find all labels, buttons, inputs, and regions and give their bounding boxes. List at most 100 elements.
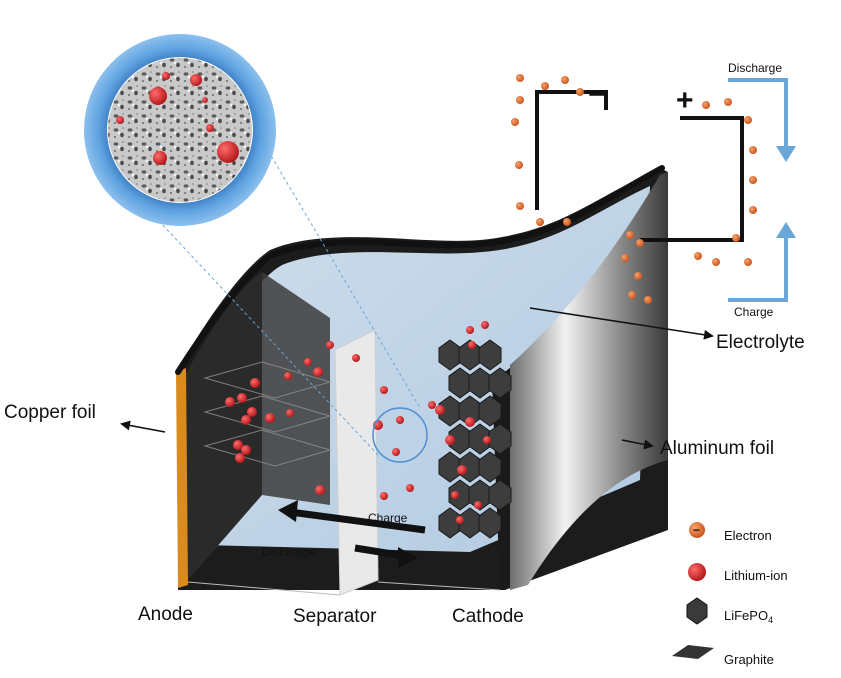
legend-label-electron: Electron [724, 528, 772, 543]
lithium-ion [466, 326, 474, 334]
lithium-ion [465, 417, 475, 427]
cell-bottom-edge [187, 581, 501, 596]
lifepo4-crystal [478, 451, 502, 483]
internal-discharge-arrow [354, 544, 406, 560]
lifepo4-crystal [488, 479, 512, 511]
lithium-ion [451, 491, 459, 499]
legend-item-graphite: Graphite [672, 645, 774, 667]
lithium-ion [406, 484, 414, 492]
anode-inner [262, 272, 330, 505]
lithium-ion [217, 141, 239, 163]
electron [626, 231, 634, 239]
lithium-ion [435, 405, 445, 415]
cell-top-rim [175, 165, 665, 375]
electron-icon [689, 522, 705, 538]
electron [563, 218, 571, 226]
electron [561, 76, 569, 84]
electron [516, 96, 524, 104]
lithium-ions [225, 321, 491, 524]
anode-label: Anode [138, 604, 193, 625]
legend-item-lithium-ion: Lithium-ion [688, 563, 788, 583]
lithium-ion [326, 341, 334, 349]
lithium-ion [483, 436, 491, 444]
electron [744, 258, 752, 266]
lithium-ion [233, 440, 243, 450]
lithium-ion [247, 407, 257, 417]
external-charge-label: Charge [734, 305, 774, 319]
external-circuit: − + [535, 78, 744, 242]
negative-wire [535, 90, 608, 210]
lithium-ion [237, 393, 247, 403]
copper-foil-label: Copper foil [4, 402, 96, 423]
cathode-label: Cathode [452, 606, 524, 627]
lithium-ion [190, 74, 202, 86]
lithium-ion [457, 465, 467, 475]
external-discharge-label: Discharge [728, 61, 782, 75]
electrons [511, 74, 757, 304]
separator-label: Separator [293, 606, 377, 627]
lithium-ion [116, 116, 124, 124]
lithium-ion [428, 401, 436, 409]
lithium-ion [380, 492, 388, 500]
internal-discharge-label: Discharge [262, 545, 316, 559]
zoom-target-circle [372, 407, 428, 463]
zoom-guides [129, 119, 428, 463]
lithium-ion [149, 87, 167, 105]
lithium-ion [315, 485, 325, 495]
lithium-ion [286, 409, 294, 417]
electron [516, 74, 524, 82]
lithium-ion [304, 358, 312, 366]
lithium-ion [153, 151, 167, 165]
electron [749, 176, 757, 184]
lithium-ion [456, 516, 464, 524]
lithium-ion [474, 501, 482, 509]
graphite-icon [672, 645, 714, 659]
internal-charge-label: Charge [368, 511, 408, 525]
lithium-ion [352, 354, 360, 362]
lithium-ion [162, 72, 170, 80]
electron [634, 272, 642, 280]
lithium-ion [206, 124, 214, 132]
battery-cell [175, 165, 668, 596]
electron [516, 202, 524, 210]
external-charge-arrow [728, 236, 788, 302]
electron [712, 258, 720, 266]
lifepo4-crystals [438, 339, 512, 539]
electron [515, 161, 523, 169]
aluminum-foil-panel [510, 172, 668, 590]
magnified-view [84, 34, 276, 226]
lifepo4-crystal [478, 339, 502, 371]
legend-item-electron: − Electron [689, 522, 772, 543]
lithium-ion [241, 445, 251, 455]
lithium-ion [481, 321, 489, 329]
legend: − Electron Lithium-ion LiFePO4 Graphite [672, 522, 788, 667]
legend-label-graphite: Graphite [724, 652, 774, 667]
lithium-ion [396, 416, 404, 424]
electron [511, 118, 519, 126]
positive-terminal-sign: + [676, 84, 694, 117]
internal-flow-arrows: Charge Discharge [262, 500, 426, 568]
lithium-ion [468, 341, 476, 349]
electron [732, 234, 740, 242]
lithium-ion [265, 413, 275, 423]
lithium-ion-icon [688, 563, 706, 581]
legend-label-lifepo4: LiFePO4 [724, 608, 773, 625]
electron [702, 101, 710, 109]
electron [749, 146, 757, 154]
lifepo4-crystal [488, 367, 512, 399]
lithium-ion [202, 97, 208, 103]
electron [621, 254, 629, 262]
electron [744, 116, 752, 124]
lithium-ion [284, 372, 292, 380]
lithium-ion [445, 435, 455, 445]
electron [644, 296, 652, 304]
electrolyte-label: Electrolyte [716, 332, 805, 353]
lithium-ion [380, 386, 388, 394]
aluminum-foil-label: Aluminum foil [660, 438, 774, 459]
electron [536, 218, 544, 226]
negative-terminal-sign: − [588, 78, 606, 111]
external-discharge-arrow [728, 78, 788, 148]
lifepo4-crystal [478, 395, 502, 427]
electron [724, 98, 732, 106]
lifepo4-crystal [488, 423, 512, 455]
